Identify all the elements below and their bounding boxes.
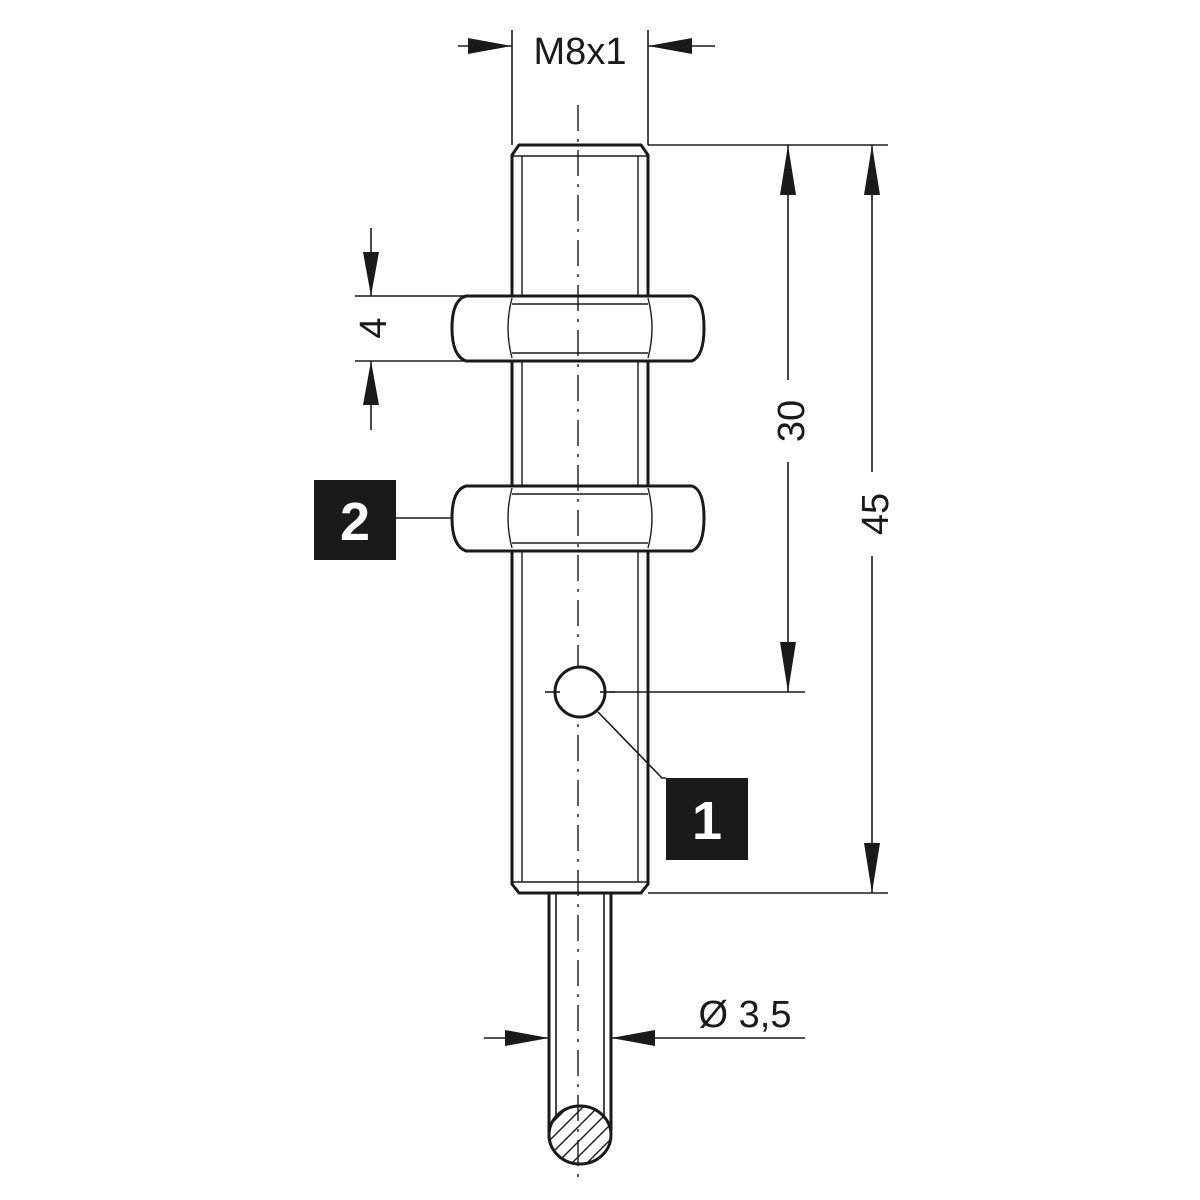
callout-1-label: 1 [692,791,722,851]
hex-nut-upper [450,294,706,363]
callout-1-box [666,778,748,860]
dimension-thread: M8x1 [458,30,715,145]
dimension-30-label: 30 [771,400,813,442]
dimension-45: 45 [648,144,897,894]
callout-2: 2 [314,480,452,560]
callout-1: 1 [597,711,748,860]
thread-label: M8x1 [534,31,627,73]
callout-2-label: 2 [340,492,370,552]
nut-height-label: 4 [353,317,395,338]
dimension-45-label: 45 [855,493,897,535]
led-indicator [545,665,615,719]
dimension-30: 30 [610,144,813,693]
dimension-cable-diameter: Ø 3,5 [484,994,805,1046]
cable [547,891,613,1166]
callout-2-box [314,480,396,560]
cable-end-section [547,1104,613,1166]
cable-diameter-label: Ø 3,5 [699,994,792,1036]
dimension-nut-height: 4 [353,228,466,430]
